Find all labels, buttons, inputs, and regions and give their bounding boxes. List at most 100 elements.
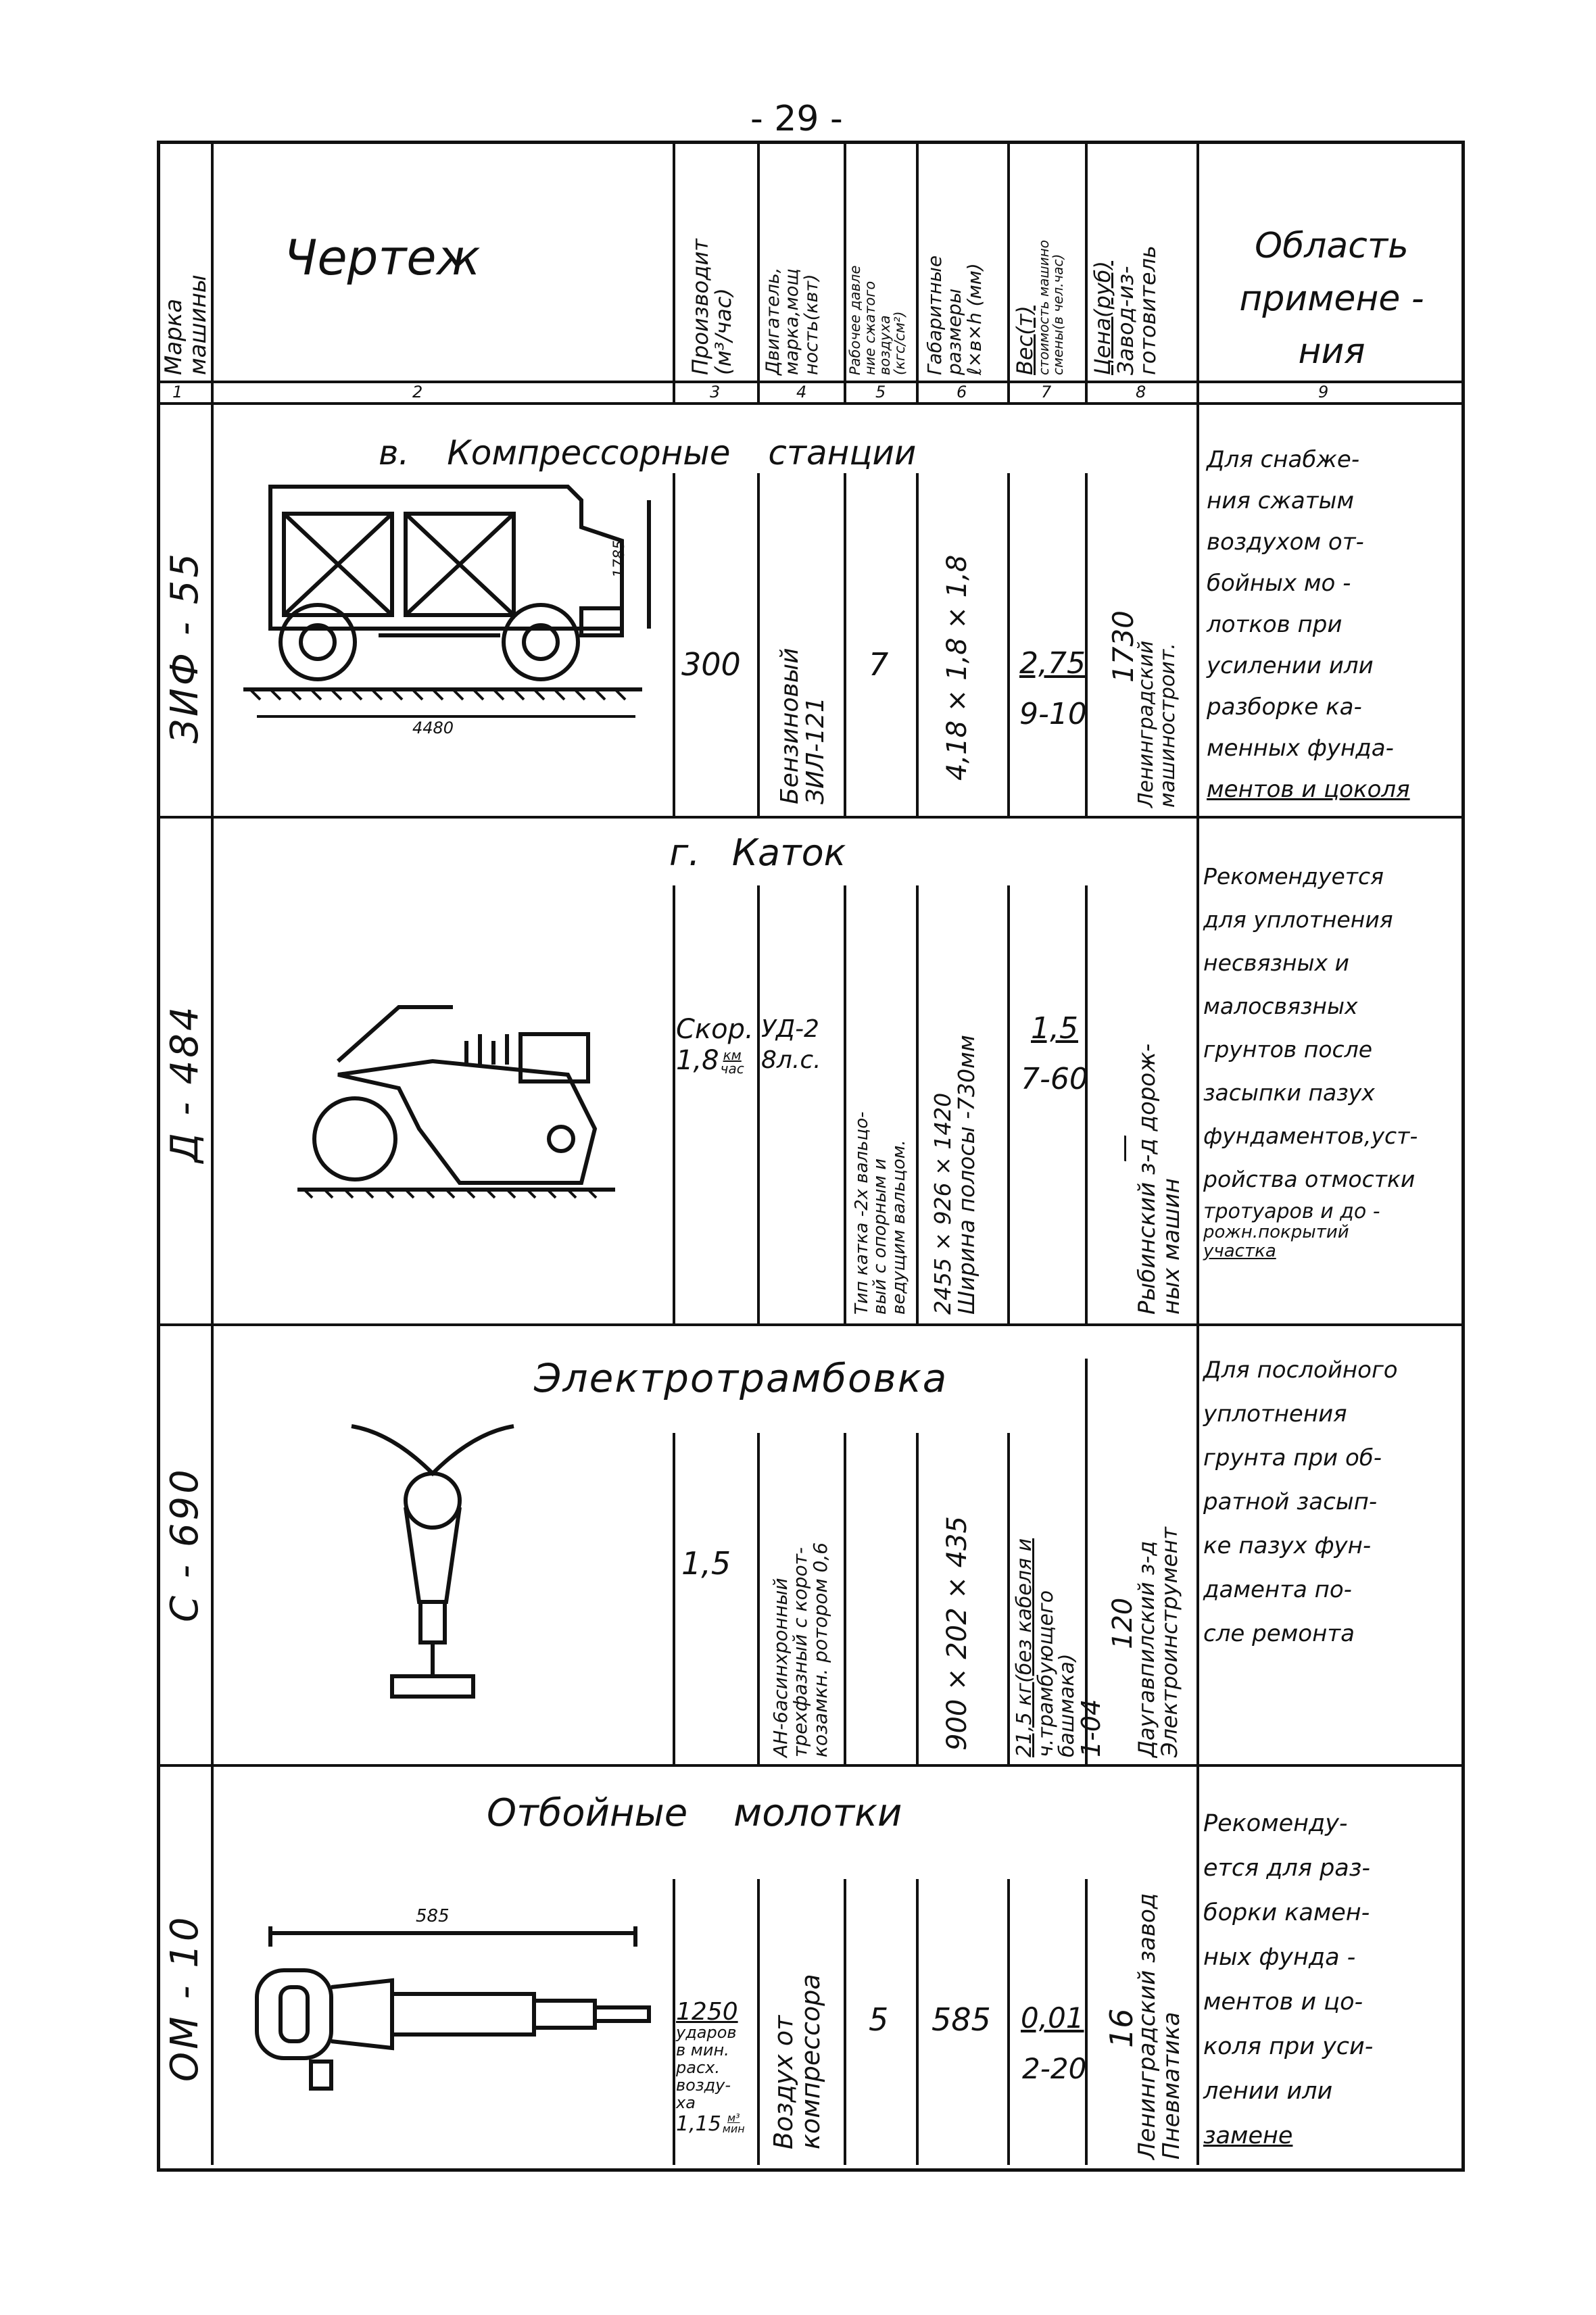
numbers-bottom-line <box>157 402 1461 405</box>
col2-right-line <box>673 141 675 404</box>
row3-price: 120 <box>1107 1597 1138 1649</box>
col8-right-line <box>1196 141 1199 2165</box>
col-number-9: 9 <box>1318 383 1329 401</box>
row3-productivity: 1,5 <box>681 1545 731 1582</box>
r3-sep-3 <box>673 1433 675 1764</box>
col6-right-line <box>1007 141 1010 404</box>
row3-bottom-line <box>157 1764 1461 1767</box>
r4-sep-4 <box>757 1879 760 2165</box>
row4-application: Рекоменду-ется для раз-борки камен- ных … <box>1203 1810 1374 2149</box>
row2-section-title: г. Каток <box>669 831 846 874</box>
r3-sep-8 <box>1085 1359 1088 1764</box>
col1-right-line <box>211 141 214 2165</box>
r2-sep-3 <box>673 885 675 1323</box>
col-number-6: 6 <box>957 383 967 401</box>
r3-sep-6 <box>916 1433 919 1764</box>
table-frame <box>157 141 1465 2172</box>
col-number-8: 8 <box>1136 383 1146 401</box>
row4-pressure: 5 <box>869 2001 889 2038</box>
row4-weight: 0,01 <box>1021 2001 1084 2034</box>
page-number: - 29 - <box>750 99 843 139</box>
rammer-drawing <box>351 1424 514 1699</box>
hammer-drawing <box>255 1926 651 2091</box>
header-col3: Производит(м³/час) <box>687 239 736 375</box>
row1-bottom-line <box>157 816 1461 819</box>
r3-sep-5 <box>844 1433 846 1764</box>
r4-sep-7 <box>1007 1879 1010 2165</box>
row3-section-title: Электротрамбовка <box>534 1355 948 1401</box>
row3-model: С - 690 <box>163 1467 207 1622</box>
r2-sep-7 <box>1007 885 1010 1323</box>
row1-model: ЗИФ - 55 <box>163 550 207 744</box>
row3-dimensions: 900 × 202 × 435 <box>942 1516 973 1751</box>
r2-sep-4 <box>757 885 760 1323</box>
r1-sep-4 <box>757 473 760 816</box>
header-bottom-line <box>157 381 1461 383</box>
col3-right-line <box>757 141 760 404</box>
row4-section-title: Отбойные молотки <box>487 1791 902 1835</box>
r4-sep-6 <box>916 1879 919 2165</box>
col-number-5: 5 <box>875 383 886 401</box>
row2-manufacturer: Рыбинский з-д дорож-ных машин <box>1134 1043 1185 1315</box>
r1-sep-5 <box>844 473 846 816</box>
row4-shift-cost: 2-20 <box>1022 2052 1087 2085</box>
r2-sep-6 <box>916 885 919 1323</box>
r2-sep-5 <box>844 885 846 1323</box>
header-col2: Чертеж <box>284 229 481 286</box>
compressor-drawing <box>243 485 651 718</box>
row1-pressure: 7 <box>869 646 889 683</box>
r1-sep-8 <box>1085 473 1088 816</box>
row1-section-title: в. Компрессорные станции <box>379 433 917 472</box>
r2-sep-8 <box>1085 885 1088 1323</box>
r4-sep-3 <box>673 1879 675 2165</box>
row2-shift-cost: 7-60 <box>1021 1062 1088 1096</box>
r1-sep-6 <box>916 473 919 816</box>
r1-sep-3 <box>673 473 675 816</box>
header-col8: Цена(руб)Завод-из-готовитель <box>1090 245 1161 375</box>
col-number-7: 7 <box>1041 383 1052 401</box>
row1-productivity: 300 <box>681 646 741 683</box>
row2-model: Д - 484 <box>163 1004 207 1163</box>
row4-dimensions: 585 <box>932 2001 991 2038</box>
col-number-1: 1 <box>172 383 183 401</box>
col-number-3: 3 <box>710 383 721 401</box>
row1-dim-height: 1785 <box>611 540 628 578</box>
row1-weight: 2,75 <box>1019 646 1086 681</box>
row1-dim-length: 4480 <box>412 718 454 737</box>
row1-shift-cost: 9-10 <box>1019 697 1087 731</box>
r4-sep-5 <box>844 1879 846 2165</box>
col5-right-line <box>916 141 919 404</box>
r1-sep-7 <box>1007 473 1010 816</box>
row2-weight: 1,5 <box>1031 1011 1078 1046</box>
col4-right-line <box>844 141 846 404</box>
col-number-4: 4 <box>796 383 807 401</box>
row4-dim-length: 585 <box>416 1906 450 1926</box>
r4-sep-8 <box>1085 1879 1088 2165</box>
row4-model: ОМ - 10 <box>163 1914 207 2082</box>
row2-bottom-line <box>157 1323 1461 1326</box>
col-number-2: 2 <box>412 383 423 401</box>
r3-sep-7 <box>1007 1433 1010 1764</box>
col7-right-line <box>1085 141 1088 404</box>
